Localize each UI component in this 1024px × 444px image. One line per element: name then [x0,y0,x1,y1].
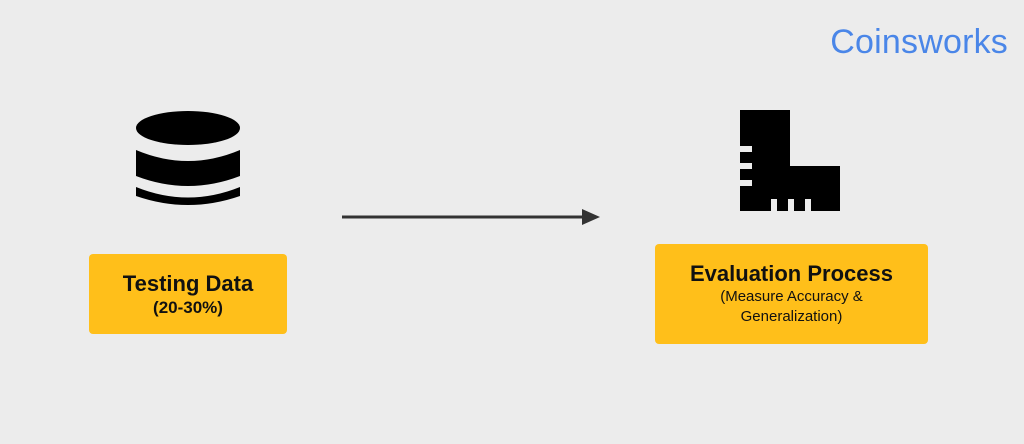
brand-logo: Coinsworks [830,23,1008,61]
testing-data-box: Testing Data (20-30%) [89,254,287,334]
evaluation-process-subtitle-line2: Generalization) [740,308,843,325]
evaluation-process-title: Evaluation Process [690,261,893,286]
database-bottom-band [136,187,240,205]
ruler-tick [740,180,752,186]
arrow-right-icon [342,209,600,225]
testing-data-percentage: (20-30%) [153,297,223,317]
ruler-tick [788,199,794,211]
database-top-disk [136,111,240,145]
ruler-tick [740,163,752,169]
testing-data-title: Testing Data [122,270,254,296]
ruler-square-shape [740,110,840,211]
arrow-head [582,209,600,225]
ruler-tick [740,146,752,152]
ruler-tick [771,199,777,211]
evaluation-process-box: Evaluation Process (Measure Accuracy & G… [655,244,928,344]
ruler-tick [805,199,811,211]
database-icon [136,111,240,205]
database-middle-band [136,150,240,186]
ruler-square-icon [740,110,840,211]
evaluation-process-subtitle-line1: (Measure Accuracy & [720,288,863,305]
